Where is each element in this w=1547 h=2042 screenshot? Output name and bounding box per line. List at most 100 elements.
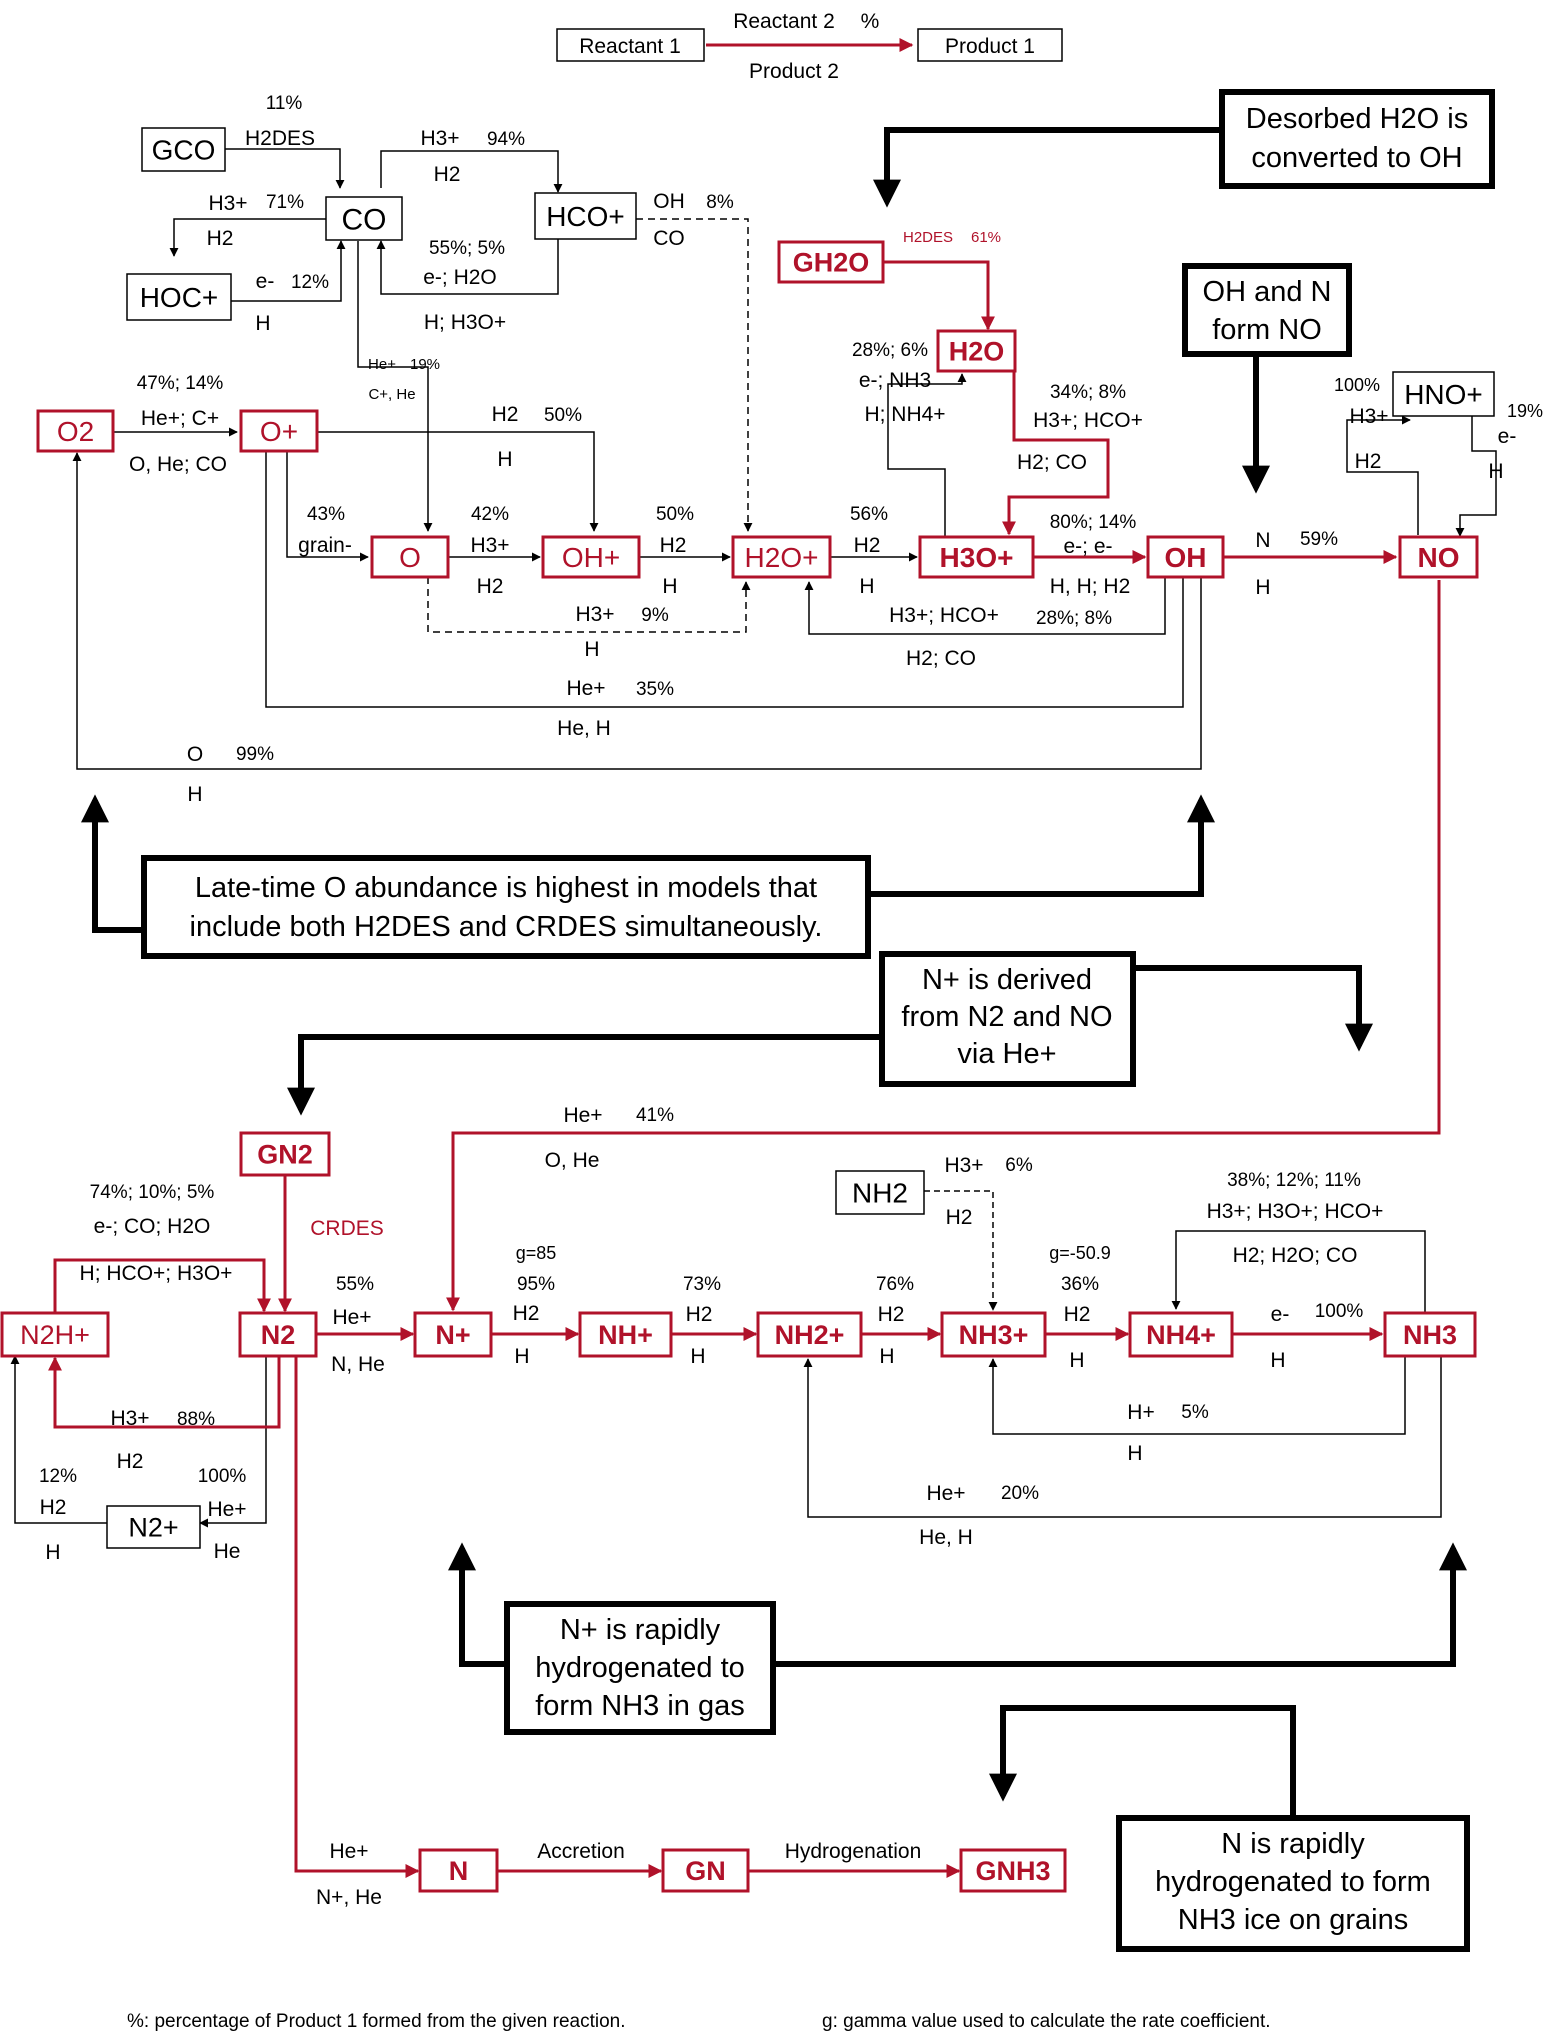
species-box-nh3plus: NH3+ bbox=[940, 1311, 1047, 1358]
svg-text:form NH3 in gas: form NH3 in gas bbox=[535, 1690, 745, 1722]
footer-gamma-note: g: gamma value used to calculate the rat… bbox=[822, 2011, 1271, 2032]
arrow-hnoplus-no bbox=[1455, 412, 1497, 537]
species-box-frame bbox=[556, 28, 705, 62]
arrow-nh2-nh3plus bbox=[924, 1190, 998, 1311]
label-nh3-nh4p-product: H2; H2O; CO bbox=[1233, 1244, 1358, 1267]
label-no-hno-reactant: H3+ bbox=[1349, 405, 1388, 428]
label-h3op-h2o-pct: 28%; 6% bbox=[852, 340, 928, 361]
label-hoc-co-reactant: e- bbox=[256, 270, 275, 293]
callout-oh-n: OH and N form NO bbox=[1182, 263, 1352, 357]
arrow-hocplus-co bbox=[231, 240, 346, 302]
species-box-frame bbox=[959, 1848, 1067, 1893]
arrow-n2-n2hplus bbox=[48, 1356, 281, 1429]
callout-arrow-nplus-left bbox=[287, 1034, 882, 1116]
species-box-o2: O2 bbox=[36, 409, 115, 453]
svg-text:N+ is rapidly: N+ is rapidly bbox=[560, 1614, 721, 1646]
species-box-h2oplus: H2O+ bbox=[731, 535, 832, 579]
species-label: N bbox=[449, 1856, 469, 1886]
species-box-frame bbox=[777, 240, 885, 284]
label-h3op-h2o-product: H; NH4+ bbox=[864, 403, 945, 426]
label-co-hco-product: H2 bbox=[434, 163, 461, 186]
label-n2p-n2hp-reactant: H2 bbox=[40, 1496, 67, 1519]
arrow-nh3-nh3plus bbox=[988, 1357, 1406, 1435]
svg-text:hydrogenated to: hydrogenated to bbox=[535, 1652, 745, 1684]
label-oh-o2-reactant: O bbox=[187, 743, 203, 766]
label-nh2p-nh3p-pct: 76% bbox=[876, 1274, 914, 1295]
label-co-o-reactant: He+ bbox=[368, 356, 396, 373]
species-box-frame bbox=[325, 196, 403, 241]
arrow-n2hplus-n2 bbox=[53, 1258, 271, 1313]
species-label: HNO+ bbox=[1404, 379, 1483, 410]
species-label: GCO bbox=[152, 135, 216, 166]
species-label: NH3+ bbox=[959, 1320, 1029, 1350]
label-o-ohp-reactant: H3+ bbox=[470, 534, 509, 557]
arrow-gco-co bbox=[225, 148, 345, 189]
species-box-nh4plus: NH4+ bbox=[1128, 1311, 1234, 1358]
label-no-hno-pct: 100% bbox=[1334, 375, 1380, 395]
species-label: HCO+ bbox=[546, 201, 625, 232]
arrow-h2o-h3oplus bbox=[1002, 370, 1110, 536]
arrow-oplus-ohplus bbox=[317, 431, 599, 532]
label-co-hoc-pct: 71% bbox=[266, 192, 304, 213]
label-o-h2op-pct: 9% bbox=[641, 605, 669, 626]
species-box-frame bbox=[1398, 535, 1479, 579]
label-nh3-nh2p-product: He, H bbox=[919, 1526, 973, 1549]
label-nh3-nh4p-reactant: H3+; H3O+; HCO+ bbox=[1207, 1200, 1384, 1223]
legend-product2: Product 2 bbox=[749, 60, 839, 83]
label-nhp-nh2p-product: H bbox=[690, 1345, 705, 1368]
label-o2-pct: 47%; 14% bbox=[137, 373, 224, 394]
species-label: O+ bbox=[260, 416, 298, 447]
arrow-no-hnoplus bbox=[1346, 415, 1419, 535]
species-box-gn2: GN2 bbox=[239, 1131, 331, 1177]
species-label: N2H+ bbox=[20, 1320, 90, 1350]
species-box-gnh3: GNH3 bbox=[959, 1848, 1067, 1893]
label-gn2-reactant: CRDES bbox=[310, 1217, 384, 1240]
species-label: O bbox=[399, 542, 421, 573]
callout-n-rapid: N is rapidly hydrogenated to form NH3 ic… bbox=[1116, 1815, 1470, 1952]
species-box-frame bbox=[936, 329, 1017, 373]
reaction-labels: 11% H2DES H3+ 94% H2 H3+ 71% H2 e- 12% H… bbox=[39, 93, 1543, 1909]
svg-text:Desorbed H2O is: Desorbed H2O is bbox=[1246, 103, 1468, 135]
callout-arrow-nplus-right bbox=[1133, 965, 1373, 1052]
label-ohp-h2op-product: H bbox=[662, 575, 677, 598]
label-np-nhp-pct: 95% bbox=[517, 1274, 555, 1295]
label-ohp-h2op-reactant: H2 bbox=[660, 534, 687, 557]
label-nh2p-nh3p-product: H bbox=[879, 1345, 894, 1368]
label-op-ohp-pct: 50% bbox=[544, 405, 582, 426]
label-nh3p-nh4p-reactant: H2 bbox=[1064, 1303, 1091, 1326]
callout-arrow-late-o-left bbox=[81, 794, 144, 933]
svg-text:form NO: form NO bbox=[1212, 314, 1322, 346]
label-n-gn: Accretion bbox=[537, 1840, 625, 1863]
svg-text:OH and N: OH and N bbox=[1203, 276, 1332, 308]
species-box-co: CO bbox=[325, 196, 403, 241]
species-label: OH bbox=[1165, 542, 1207, 573]
label-h2o-h3op-pct: 34%; 8% bbox=[1050, 382, 1126, 403]
svg-text:NH3 ice on grains: NH3 ice on grains bbox=[1178, 1904, 1409, 1936]
label-n2-n-reactant: He+ bbox=[329, 1840, 368, 1863]
legend-percent: % bbox=[861, 10, 880, 33]
label-o2-product: O, He; CO bbox=[129, 453, 227, 476]
callout-arrow-nrapid-right bbox=[773, 1542, 1467, 1667]
svg-text:N is rapidly: N is rapidly bbox=[1221, 1828, 1365, 1860]
species-label: HOC+ bbox=[140, 282, 219, 313]
legend-product1: Product 1 bbox=[945, 35, 1035, 58]
species-label: NH+ bbox=[598, 1320, 653, 1350]
label-nh4p-nh3-product: H bbox=[1270, 1349, 1285, 1372]
species-box-frame bbox=[756, 1311, 863, 1358]
label-oh-h2op-reactant: H3+; HCO+ bbox=[889, 604, 999, 627]
label-co-hco-reactant: H3+ bbox=[420, 127, 459, 150]
label-oh-o2-pct: 99% bbox=[236, 744, 274, 765]
species-label: H2O bbox=[949, 337, 1005, 367]
label-co-o-product: C+, He bbox=[368, 386, 415, 403]
label-nh3-nh3p-product: H bbox=[1127, 1442, 1142, 1465]
label-op-o-reactant: grain- bbox=[298, 534, 352, 557]
callout-arrow-n-rapid bbox=[989, 1705, 1296, 1818]
label-oh-no-pct: 59% bbox=[1300, 529, 1338, 550]
arrow-co-hcoplus bbox=[380, 150, 563, 193]
label-n2-n2hp-pct: 88% bbox=[177, 1409, 215, 1430]
species-box-n: N bbox=[418, 1848, 499, 1893]
label-oh-op-reactant: He+ bbox=[566, 677, 605, 700]
species-box-hnoplus: HNO+ bbox=[1392, 371, 1495, 417]
label-o-h2op-product: H bbox=[584, 638, 599, 661]
label-oh-op-product: He, H bbox=[557, 717, 611, 740]
